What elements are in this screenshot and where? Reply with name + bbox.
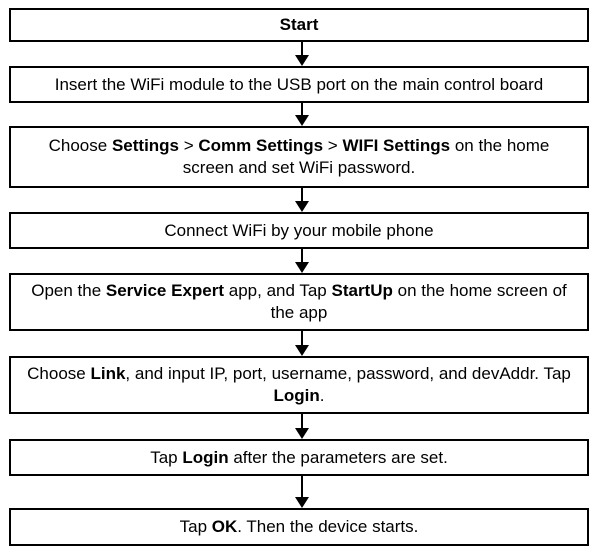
step-text: Open the Service Expert app, and Tap Sta… (21, 280, 577, 324)
arrowhead-icon (295, 428, 309, 439)
step-text-bold: Service Expert (105, 281, 225, 300)
step-text: Insert the WiFi module to the USB port o… (55, 74, 544, 96)
step-connect-wifi: Connect WiFi by your mobile phone (9, 212, 589, 249)
arrowhead-icon (295, 115, 309, 126)
step-text-bold: Start (279, 15, 319, 34)
step-wifi-settings: Choose Settings > Comm Settings > WIFI S… (9, 126, 589, 188)
step-insert-wifi-module: Insert the WiFi module to the USB port o… (9, 66, 589, 103)
arrowhead-icon (295, 55, 309, 66)
step-tap-login: Tap Login after the parameters are set. (9, 439, 589, 476)
step-text-part: Insert the WiFi module to the USB port o… (54, 74, 544, 94)
step-text: Start (280, 14, 319, 36)
step-text-part: Tap (150, 447, 183, 467)
step-text: Connect WiFi by your mobile phone (164, 220, 433, 242)
step-text-part: . Then the device starts. (237, 517, 419, 536)
step-text-bold: Link (90, 364, 126, 383)
step-text-bold: StartUp (331, 281, 393, 300)
arrowhead-icon (295, 201, 309, 212)
step-text: Choose Link, and input IP, port, usernam… (21, 363, 577, 407)
arrowhead-icon (295, 497, 309, 508)
step-text-part: Connect WiFi by your mobile phone (164, 220, 434, 240)
step-text-bold: Login (182, 447, 229, 467)
step-text-part: > (323, 136, 343, 155)
arrowhead-icon (295, 345, 309, 356)
step-text-bold: Settings (111, 136, 180, 155)
step-text-part: > (179, 136, 199, 155)
step-open-service-expert: Open the Service Expert app, and Tap Sta… (9, 273, 589, 331)
arrowhead-icon (295, 262, 309, 273)
step-text-part: Tap (179, 517, 212, 536)
step-text-bold: WIFI Settings (342, 136, 451, 155)
step-choose-link: Choose Link, and input IP, port, usernam… (9, 356, 589, 414)
step-tap-ok: Tap OK. Then the device starts. (9, 508, 589, 546)
step-text: Tap OK. Then the device starts. (180, 516, 419, 538)
step-text-part: on the home screen and set WiFi password… (182, 136, 550, 177)
step-text-part: Choose (27, 364, 91, 383)
step-start: Start (9, 8, 589, 42)
step-text-part: . (319, 386, 325, 405)
step-text: Choose Settings > Comm Settings > WIFI S… (21, 135, 577, 179)
step-text-bold: OK (211, 517, 238, 536)
step-text-bold: Comm Settings (198, 136, 324, 155)
step-text-part: , and input IP, port, username, password… (125, 364, 571, 383)
step-text-part: app, and Tap (224, 281, 332, 300)
step-text: Tap Login after the parameters are set. (150, 447, 448, 469)
step-text-part: on the home screen of the app (270, 281, 567, 322)
step-text-part: after the parameters are set. (228, 447, 448, 467)
step-text-part: Open the (31, 281, 106, 300)
step-text-part: Choose (48, 136, 112, 155)
step-text-bold: Login (273, 386, 320, 405)
